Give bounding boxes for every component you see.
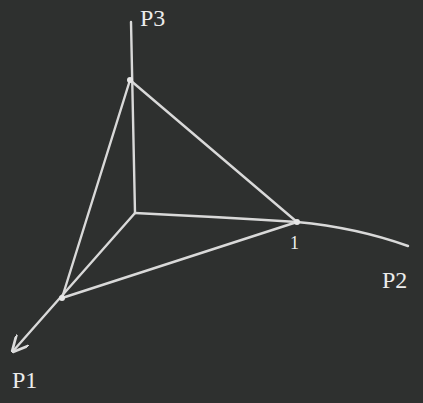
vertex-value: 1 bbox=[290, 234, 299, 252]
axis-label: P3 bbox=[140, 6, 165, 30]
vertex-dot bbox=[127, 77, 133, 83]
axis-label: P1 bbox=[12, 368, 37, 392]
p3-axis bbox=[131, 22, 135, 213]
axis-label: P2 bbox=[382, 268, 407, 292]
vertex-dot bbox=[59, 295, 65, 301]
vertex-dot bbox=[294, 219, 300, 225]
simplex-triangle bbox=[62, 80, 297, 298]
